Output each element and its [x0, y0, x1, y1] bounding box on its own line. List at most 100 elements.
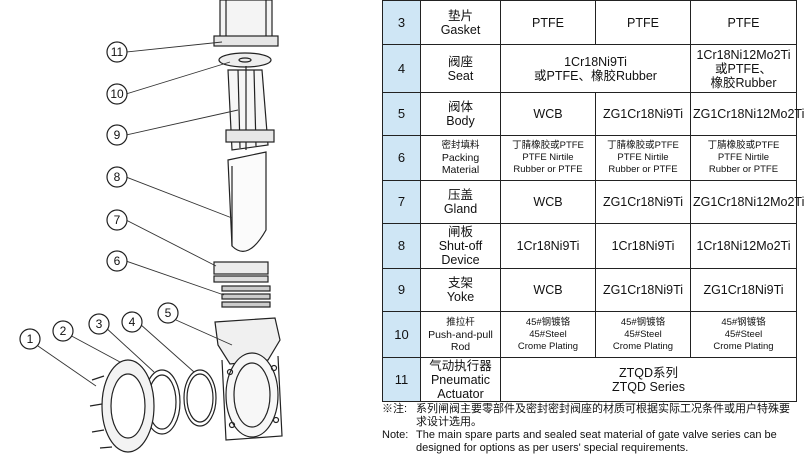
row-number: 9 [382, 268, 421, 312]
cell-line: 丁腈橡胶或PTFE [512, 140, 584, 151]
material-cell: WCB [500, 180, 596, 224]
row-number: 7 [382, 180, 421, 224]
callout-label: 7 [114, 213, 121, 227]
callout-label: 4 [129, 315, 136, 329]
part-name-en: Pneumatic Actuator [430, 372, 491, 401]
gland [213, 261, 269, 283]
material-cell: ZG1Cr18Ni12Mo2Ti [690, 92, 804, 136]
shut-off-gate [227, 151, 267, 252]
row-number: 4 [382, 44, 421, 93]
note-en-label: Note: [382, 429, 409, 441]
part-name-cn: 垫片 [447, 8, 473, 23]
cell-line: 或PTFE、 [715, 61, 772, 76]
material-cell: WCB [500, 92, 596, 136]
part-name-en: Yoke [446, 290, 475, 304]
cell-line: PTFE Nirtile [522, 152, 574, 163]
end-flange [101, 359, 155, 453]
seat-ring [183, 369, 217, 427]
pneumatic-actuator [213, 0, 279, 47]
cell-line: 1Cr18Ni12Mo2Ti [696, 47, 791, 62]
valve-body [214, 317, 283, 441]
material-cell: 1Cr18Ni9Ti [500, 223, 596, 269]
cell-line: WCB [533, 107, 563, 121]
part-name-en: Push-and-pull Rod [428, 328, 493, 353]
callout-label: 6 [114, 254, 121, 268]
material-cell: 1Cr18Ni12Mo2Ti [690, 223, 797, 269]
cell-line: PTFE Nirtile [717, 152, 770, 163]
cell-line: 45#钢镀铬 [721, 316, 766, 328]
cell-line: 1Cr18Ni12Mo2Ti [696, 239, 791, 253]
cell-line: ZG1Cr18Ni12Mo2Ti [693, 195, 804, 209]
cell-line: 橡胶Rubber [710, 75, 777, 90]
callout-3 [88, 313, 110, 335]
callout-6 [106, 250, 128, 272]
cell-line: PTFE [532, 15, 564, 30]
callout-10 [106, 83, 128, 105]
cell-line: 45#Steel [529, 328, 567, 340]
part-name-en: Shut-off Device [438, 239, 483, 267]
cell-line: PTFE [627, 15, 659, 30]
callout-label: 3 [96, 317, 103, 331]
note-cn-text: 系列闸阀主要零部件及密封密封阀座的材质可根据实际工况条件或用户特殊要求设计选用。 [416, 403, 790, 428]
yoke-bracket [225, 66, 275, 151]
callouts [19, 41, 179, 350]
cell-line: 45#Steel [724, 328, 763, 340]
callout-9 [106, 124, 128, 146]
callout-1 [19, 328, 41, 350]
part-name-cn: 阀座 [447, 54, 473, 69]
part-name-cn: 支架 [447, 276, 473, 290]
callout-label: 8 [114, 170, 121, 184]
note-en-text: The main spare parts and sealed seat mat… [416, 429, 777, 454]
part-name-en: Gland [443, 202, 478, 216]
callout-2 [52, 320, 74, 342]
cell-line: Crome Plating [612, 340, 674, 352]
exploded-valve-drawing: 11 10 9 8 7 6 5 4 3 2 1 [19, 0, 283, 453]
material-cell: PTFE [690, 0, 797, 45]
cell-line: ZG1Cr18Ni9Ti [602, 283, 684, 297]
part-name-en: Packing Material [441, 152, 480, 176]
cell-line: Rubber or PTFE [708, 164, 779, 175]
row-number: 11 [382, 357, 421, 402]
callout-8 [106, 166, 128, 188]
callout-label: 2 [60, 324, 67, 338]
callout-7 [106, 209, 128, 231]
actuator-flange [218, 52, 272, 68]
cell-line: 丁腈橡胶或PTFE [607, 140, 679, 151]
material-cell: 1Cr18Ni9Ti [595, 223, 691, 269]
cell-line: Rubber or PTFE [608, 164, 678, 175]
cell-line: 或PTFE、橡胶Rubber [534, 68, 657, 83]
cell-line: ZG1Cr18Ni9Ti [602, 107, 684, 121]
part-name-cn: 阀体 [447, 100, 473, 114]
packing [221, 285, 271, 308]
callout-11 [106, 41, 128, 63]
part-name-en: Gasket [440, 22, 481, 37]
bolts [89, 375, 113, 449]
material-cell: ZG1Cr18Ni9Ti [595, 92, 691, 136]
cell-line: PTFE Nirtile [617, 152, 669, 163]
material-cell: ZG1Cr18Ni9Ti [595, 180, 691, 224]
leader-lines [37, 41, 239, 387]
